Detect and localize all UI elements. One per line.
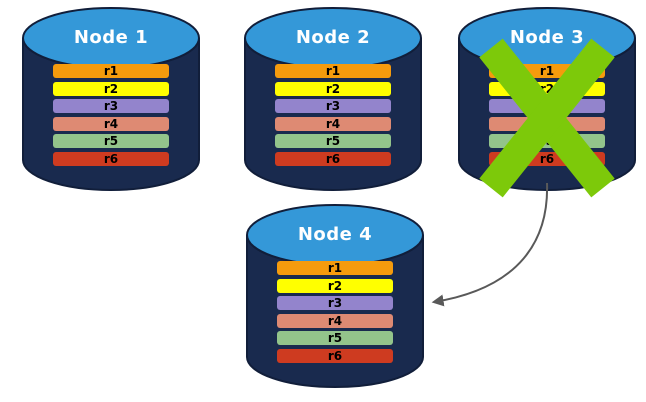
record-bar-r3[interactable]: r3 xyxy=(489,99,605,113)
node-3-record-list: r1 r2 r3 r4 r5 r6 xyxy=(458,64,636,166)
record-bar-r6[interactable]: r6 xyxy=(489,151,605,166)
cylinder-top-cap xyxy=(22,7,200,69)
record-bar-r6[interactable]: r6 xyxy=(53,151,169,166)
node-4-record-list: r1 r2 r3 r4 r5 r6 xyxy=(246,261,424,363)
record-bar-r2[interactable]: r2 xyxy=(275,81,391,96)
node-1-record-list: r1 r2 r3 r4 r5 r6 xyxy=(22,64,200,166)
cylinder-top-cap xyxy=(246,204,424,266)
record-bar-r4[interactable]: r4 xyxy=(277,313,393,328)
record-bar-r5[interactable]: r5 xyxy=(53,134,169,148)
record-bar-r1[interactable]: r1 xyxy=(53,64,169,78)
cylinder-top-cap xyxy=(458,7,636,69)
node-2-record-list: r1 r2 r3 r4 r5 r6 xyxy=(244,64,422,166)
record-bar-r5[interactable]: r5 xyxy=(489,134,605,148)
record-bar-r5[interactable]: r5 xyxy=(277,331,393,345)
record-bar-r3[interactable]: r3 xyxy=(53,99,169,113)
cylinder-top-cap xyxy=(244,7,422,69)
record-bar-r1[interactable]: r1 xyxy=(277,261,393,275)
record-bar-r6[interactable]: r6 xyxy=(275,151,391,166)
record-bar-r4[interactable]: r4 xyxy=(489,116,605,131)
record-bar-r4[interactable]: r4 xyxy=(53,116,169,131)
record-bar-r3[interactable]: r3 xyxy=(275,99,391,113)
record-bar-r2[interactable]: r2 xyxy=(489,81,605,96)
record-bar-r1[interactable]: r1 xyxy=(489,64,605,78)
record-bar-r2[interactable]: r2 xyxy=(277,278,393,293)
record-bar-r2[interactable]: r2 xyxy=(53,81,169,96)
record-bar-r3[interactable]: r3 xyxy=(277,296,393,310)
record-bar-r6[interactable]: r6 xyxy=(277,348,393,363)
record-bar-r5[interactable]: r5 xyxy=(275,134,391,148)
record-bar-r1[interactable]: r1 xyxy=(275,64,391,78)
record-bar-r4[interactable]: r4 xyxy=(275,116,391,131)
